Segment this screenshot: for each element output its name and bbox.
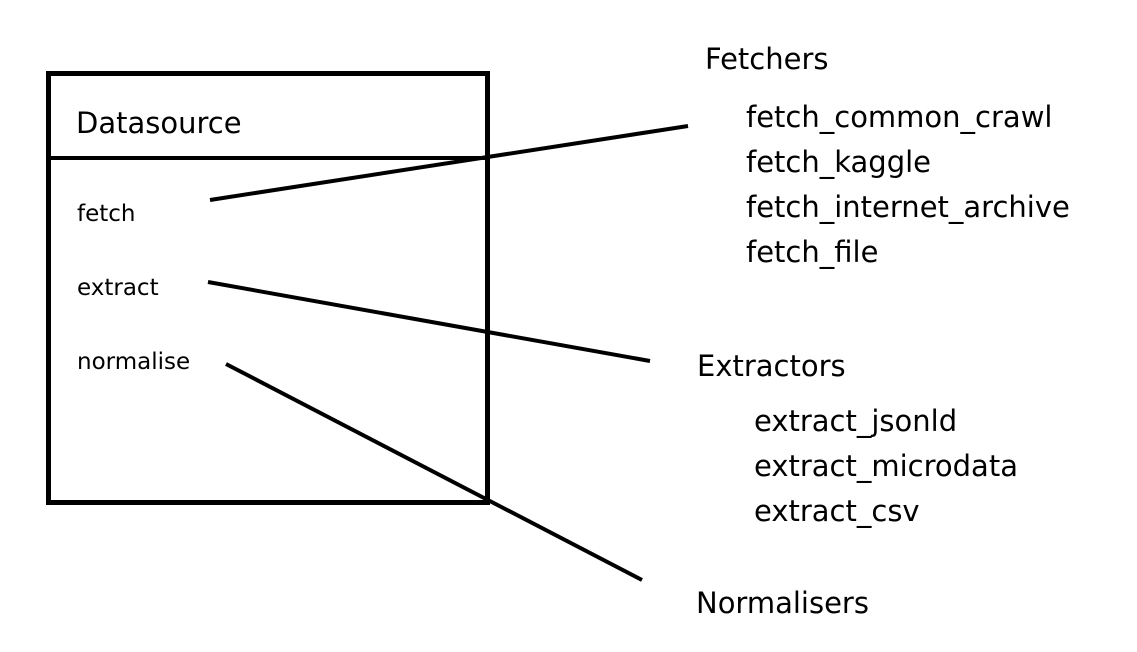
extractors-list: extract_jsonld extract_microdata extract…	[754, 399, 1018, 534]
fetcher-item: fetch_file	[746, 235, 879, 269]
datasource-box: Datasource fetch extract normalise	[46, 71, 490, 505]
method-normalise: normalise	[77, 349, 191, 375]
extractor-item: extract_jsonld	[754, 404, 958, 438]
fetchers-title: Fetchers	[705, 42, 829, 76]
method-fetch: fetch	[77, 201, 136, 227]
datasource-divider	[51, 156, 485, 160]
method-extract: extract	[77, 275, 159, 301]
extractor-item: extract_csv	[754, 494, 920, 528]
fetcher-item: fetch_kaggle	[746, 145, 932, 179]
datasource-title: Datasource	[76, 106, 242, 140]
fetchers-list: fetch_common_crawl fetch_kaggle fetch_in…	[746, 95, 1070, 275]
extractors-title: Extractors	[697, 349, 846, 383]
extractor-item: extract_microdata	[754, 449, 1018, 483]
fetcher-item: fetch_common_crawl	[746, 100, 1053, 134]
normalisers-title: Normalisers	[696, 586, 869, 620]
fetcher-item: fetch_internet_archive	[746, 190, 1070, 224]
